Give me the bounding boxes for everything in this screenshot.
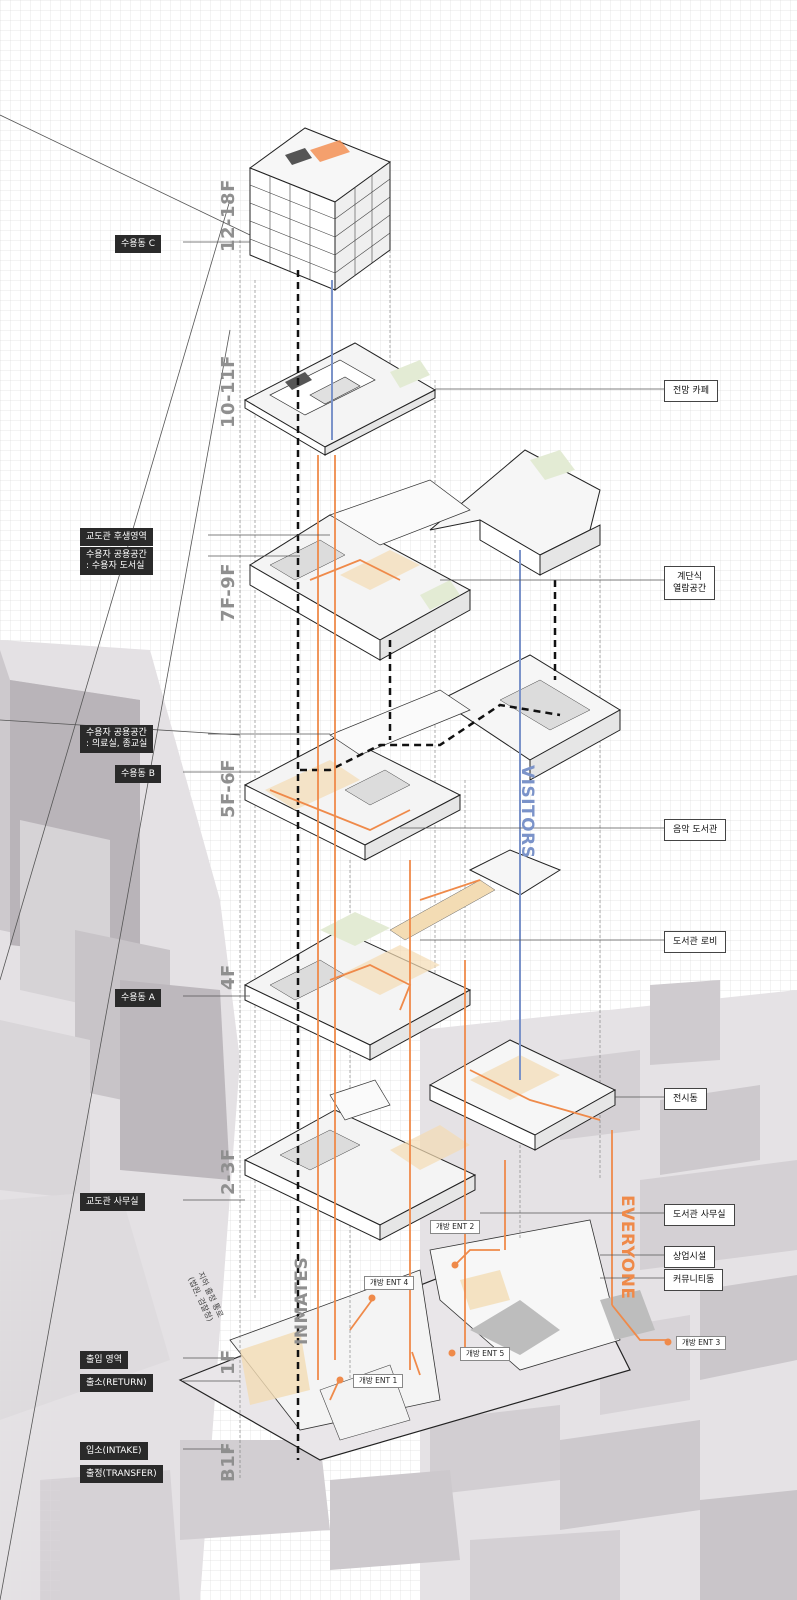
label-commercial: 상업시설 (664, 1246, 716, 1268)
label-music-library: 음악 도서관 (664, 819, 727, 841)
tag-ent-2: 개방 ENT 2 (430, 1220, 481, 1234)
tag-ent-1: 개방 ENT 1 (353, 1374, 404, 1388)
everyone-circulation (269, 455, 670, 1401)
label-medical-religion-line2: : 의료실, 종교실 (86, 739, 148, 749)
label-medical-religion: 수용자 공용공간 : 의료실, 종교실 (80, 725, 154, 753)
label-block-c: 수용동 C (115, 235, 161, 253)
label-view-cafe: 전망 카페 (664, 380, 718, 402)
label-transfer: 출정(TRANSFER) (80, 1465, 163, 1483)
floor-label-2-3: 2-3F (218, 1148, 239, 1195)
label-stair-reading-line1: 계단식 (677, 572, 702, 582)
perspective-guides (0, 114, 251, 1600)
tag-ent-5: 개방 ENT 5 (460, 1347, 511, 1361)
label-block-b: 수용동 B (115, 765, 161, 783)
floor-10-11 (243, 342, 437, 456)
floor-label-1: 1F (218, 1349, 239, 1375)
tag-ent-3: 개방 ENT 3 (676, 1336, 727, 1350)
label-medical-religion-line1: 수용자 공용공간 (86, 728, 147, 738)
floor-12-18 (248, 127, 392, 291)
exhibition-block (428, 1039, 617, 1151)
tag-ent-4: 개방 ENT 4 (364, 1276, 415, 1290)
floor-4 (243, 849, 562, 1061)
entrance-dots (336, 1261, 672, 1384)
floor-2-3 (243, 1079, 477, 1241)
label-inmate-library: 수용자 공용공간 : 수용자 도서실 (80, 547, 153, 575)
leader-lines (183, 241, 664, 1450)
label-exhibition: 전시동 (664, 1088, 707, 1110)
floor-label-4: 4F (218, 964, 239, 990)
label-entry-area: 출입 영역 (80, 1351, 128, 1369)
label-officer-office: 교도관 사무실 (80, 1193, 145, 1211)
label-return: 출소(RETURN) (80, 1374, 153, 1392)
visitors-circulation (331, 280, 521, 1080)
floor-label-10-11: 10-11F (218, 355, 239, 428)
floor-label-b1: B1F (218, 1441, 239, 1482)
label-block-a: 수용동 A (115, 989, 161, 1007)
label-community: 커뮤니티동 (664, 1269, 724, 1291)
label-inmate-library-line2: : 수용자 도서실 (86, 561, 145, 571)
stream-label-inmates: INMATES (292, 1256, 312, 1345)
inmates-circulation (296, 270, 561, 1460)
label-inmate-library-line1: 수용자 공용공간 (86, 550, 147, 560)
stream-label-everyone: EVERYONE (617, 1195, 637, 1300)
floor-label-12-18: 12-18F (218, 179, 239, 252)
floor-label-7-9: 7F-9F (218, 562, 239, 622)
label-library-office: 도서관 사무실 (664, 1204, 735, 1226)
label-rehab-area: 교도관 후생영역 (80, 528, 153, 546)
label-stair-reading: 계단식 열람공간 (664, 566, 716, 600)
stream-label-visitors: VISITORS (517, 765, 537, 859)
floor-7-9 (249, 449, 601, 661)
floor-label-5-6: 5F-6F (218, 758, 239, 818)
label-stair-reading-line2: 열람공간 (673, 584, 707, 594)
label-library-lobby: 도서관 로비 (664, 931, 727, 953)
label-intake: 입소(INTAKE) (80, 1442, 148, 1460)
